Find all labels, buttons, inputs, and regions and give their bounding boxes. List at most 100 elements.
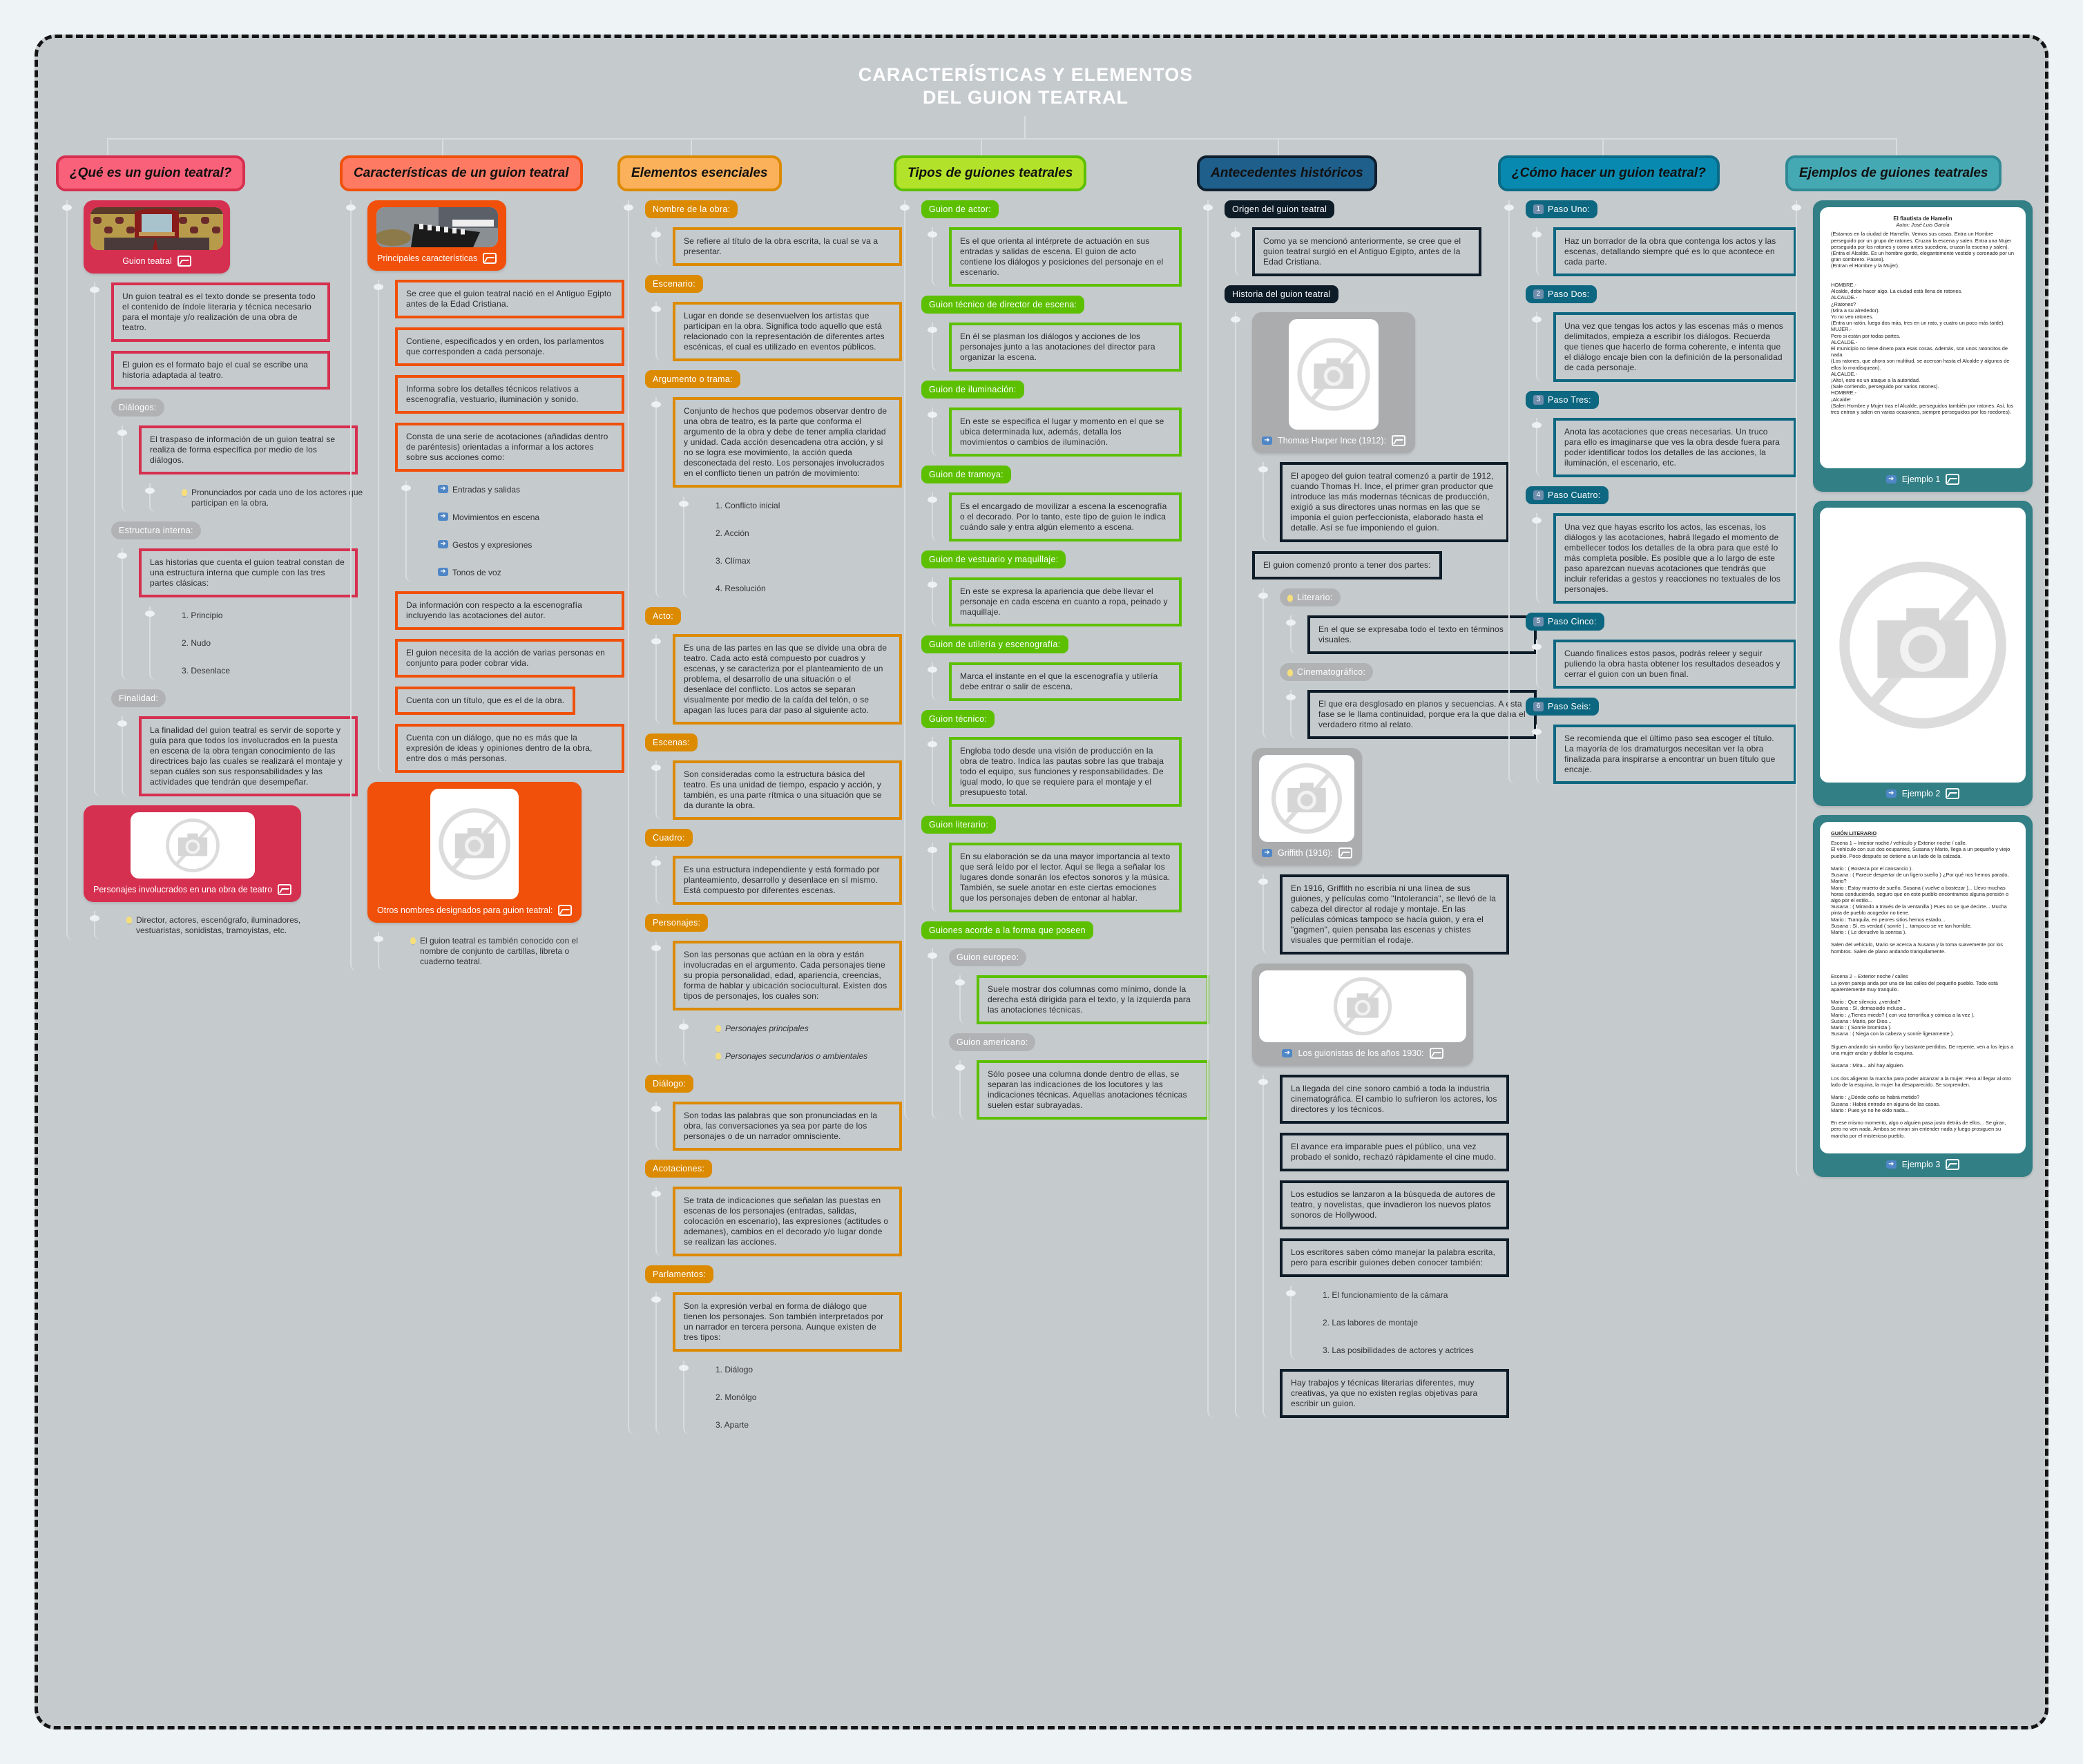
topic-label[interactable]: Cinematográfico:: [1280, 663, 1374, 681]
text-topic[interactable]: La llegada del cine sonoro cambió a toda…: [1280, 1075, 1509, 1124]
image-icon[interactable]: [278, 884, 292, 895]
topic-label[interactable]: Escenario:: [645, 275, 704, 293]
branch-header[interactable]: Características de un guion teatral: [340, 155, 583, 191]
topic-label[interactable]: Guion técnico de director de escena:: [921, 296, 1085, 314]
branch-header[interactable]: ¿Cómo hacer un guion teatral?: [1498, 155, 1720, 191]
topic-label[interactable]: Guion de actor:: [921, 200, 999, 218]
branch-header[interactable]: Antecedentes históricos: [1197, 155, 1377, 191]
list-item[interactable]: Personajes secundarios o ambientales: [700, 1047, 867, 1066]
text-topic[interactable]: Cuando finalices estos pasos, podrás rel…: [1553, 640, 1796, 689]
text-topic[interactable]: Cuenta con un diálogo, que no es más que…: [395, 724, 624, 773]
text-topic[interactable]: El apogeo del guion teatral comenzó a pa…: [1280, 462, 1509, 542]
list-item[interactable]: ➜Movimientos en escena: [423, 508, 539, 527]
topic-label[interactable]: Guion de utilería y escenografía:: [921, 635, 1068, 653]
image-topic-card[interactable]: ➜Los guionistas de los años 1930:: [1252, 964, 1473, 1066]
text-topic[interactable]: Hay trabajos y técnicas literarias difer…: [1280, 1369, 1509, 1418]
image-topic-card[interactable]: ➜Griffith (1916):: [1252, 748, 1362, 865]
text-topic[interactable]: Sólo posee una columna donde dentro de e…: [977, 1060, 1209, 1120]
text-topic[interactable]: Informa sobre los detalles técnicos rela…: [395, 375, 624, 414]
image-topic-card[interactable]: Guion teatral: [84, 200, 230, 274]
text-topic[interactable]: Es una de las partes en las que se divid…: [673, 634, 902, 725]
list-item[interactable]: 1. Principio: [166, 606, 222, 625]
branch-header[interactable]: Tipos de guiones teatrales: [894, 155, 1087, 191]
text-topic[interactable]: Se refiere al título de la obra escrita,…: [673, 227, 902, 266]
image-icon[interactable]: [1946, 474, 1960, 485]
list-item[interactable]: ➜Tonos de voz: [423, 564, 501, 582]
text-topic[interactable]: Anota las acotaciones que creas necesari…: [1553, 418, 1796, 477]
list-item[interactable]: 3. Desenlace: [166, 662, 230, 680]
text-topic[interactable]: En 1916, Griffith no escribía ni una lín…: [1280, 874, 1509, 955]
topic-label[interactable]: Guion de vestuario y maquillaje:: [921, 550, 1066, 568]
text-topic[interactable]: Engloba todo desde una visión de producc…: [949, 737, 1182, 807]
image-icon[interactable]: [1338, 847, 1352, 859]
text-topic[interactable]: Lugar en donde se desenvuelven los artis…: [673, 302, 902, 361]
topic-label[interactable]: Guion americano:: [949, 1033, 1036, 1051]
image-icon[interactable]: [1429, 1048, 1443, 1059]
topic-label[interactable]: Literario:: [1280, 588, 1341, 606]
branch-header[interactable]: Elementos esenciales: [617, 155, 782, 191]
image-icon[interactable]: [1946, 1159, 1960, 1170]
text-topic[interactable]: Se recomienda que el último paso sea esc…: [1553, 725, 1796, 784]
text-topic[interactable]: Se trata de indicaciones que señalan las…: [673, 1187, 902, 1256]
text-topic[interactable]: Es una estructura independiente y está f…: [673, 856, 902, 905]
topic-label[interactable]: Parlamentos:: [645, 1265, 714, 1283]
list-item[interactable]: Personajes principales: [700, 1019, 809, 1038]
list-item[interactable]: El guion teatral es también conocido con…: [395, 932, 597, 971]
text-topic[interactable]: Contiene, especificados y en orden, los …: [395, 327, 624, 366]
image-topic-card[interactable]: Personajes involucrados en una obra de t…: [84, 805, 302, 902]
topic-label[interactable]: Guiones acorde a la forma que poseen: [921, 921, 1093, 939]
text-topic[interactable]: El que era desglosado en planos y secuen…: [1307, 690, 1537, 739]
text-topic[interactable]: Los escritores saben cómo manejar la pal…: [1280, 1238, 1509, 1277]
list-item[interactable]: 2. Las labores de montaje: [1307, 1314, 1418, 1332]
central-topic[interactable]: CARACTERÍSTICAS Y ELEMENTOS DEL GUION TE…: [749, 64, 1302, 109]
text-topic[interactable]: En el que se expresaba todo el texto en …: [1307, 615, 1537, 654]
topic-label[interactable]: Finalidad:: [111, 689, 166, 707]
text-topic[interactable]: Da información con respecto a la escenog…: [395, 591, 624, 630]
text-topic[interactable]: El guion comenzó pronto a tener dos part…: [1252, 551, 1442, 579]
image-icon[interactable]: [483, 253, 497, 264]
image-icon[interactable]: [1392, 435, 1406, 446]
text-topic[interactable]: En este se especifica el lugar y momento…: [949, 408, 1182, 457]
text-topic[interactable]: En su elaboración se da una mayor import…: [949, 843, 1182, 912]
list-item[interactable]: 2. Nudo: [166, 634, 211, 653]
text-topic[interactable]: En este se expresa la apariencia que deb…: [949, 577, 1182, 626]
text-topic[interactable]: En él se plasman los diálogos y acciones…: [949, 323, 1182, 372]
list-item[interactable]: 1. El funcionamiento de la cámara: [1307, 1286, 1448, 1305]
text-topic[interactable]: Conjunto de hechos que podemos observar …: [673, 397, 902, 488]
text-topic[interactable]: Son la expresión verbal en forma de diál…: [673, 1292, 902, 1352]
topic-label[interactable]: Argumento o trama:: [645, 370, 740, 388]
branch-header[interactable]: ¿Qué es un guion teatral?: [56, 155, 246, 191]
text-topic[interactable]: Se cree que el guion teatral nació en el…: [395, 280, 624, 318]
text-topic[interactable]: Una vez que tengas los actos y las escen…: [1553, 312, 1796, 382]
topic-label[interactable]: Guion de tramoya:: [921, 466, 1011, 483]
list-item[interactable]: Pronunciados por cada uno de los actores…: [166, 483, 368, 512]
topic-label[interactable]: Guion de iluminación:: [921, 381, 1024, 399]
image-topic-card[interactable]: ➜Thomas Harper Ince (1912):: [1252, 312, 1416, 453]
list-item[interactable]: 3. Clímax: [700, 552, 751, 571]
text-topic[interactable]: El traspaso de información de un guion t…: [139, 425, 358, 474]
text-topic[interactable]: Son todas las palabras que son pronuncia…: [673, 1102, 902, 1151]
topic-label[interactable]: Historia del guion teatral: [1225, 285, 1338, 303]
text-topic[interactable]: El avance era imparable pues el público,…: [1280, 1133, 1509, 1171]
list-item[interactable]: 1. Conflicto inicial: [700, 497, 780, 515]
topic-label[interactable]: Guion europeo:: [949, 948, 1027, 966]
list-item[interactable]: ➜Gestos y expresiones: [423, 536, 532, 555]
list-item[interactable]: 1. Diálogo: [700, 1361, 753, 1379]
topic-label[interactable]: Guion técnico:: [921, 710, 995, 728]
topic-label[interactable]: Estructura interna:: [111, 521, 201, 539]
list-item[interactable]: 4. Resolución: [700, 579, 766, 598]
topic-label[interactable]: Origen del guion teatral: [1225, 200, 1335, 218]
image-topic-card[interactable]: Otros nombres designados para guion teat…: [367, 782, 582, 923]
image-topic-card[interactable]: Principales características: [367, 200, 507, 271]
topic-label[interactable]: Cuadro:: [645, 829, 693, 847]
image-icon[interactable]: [177, 256, 191, 267]
text-topic[interactable]: Es el que orienta al intérprete de actua…: [949, 227, 1182, 287]
text-topic[interactable]: Cuenta con un título, que es el de la ob…: [395, 687, 576, 715]
text-topic[interactable]: Haz un borrador de la obra que contenga …: [1553, 227, 1796, 276]
